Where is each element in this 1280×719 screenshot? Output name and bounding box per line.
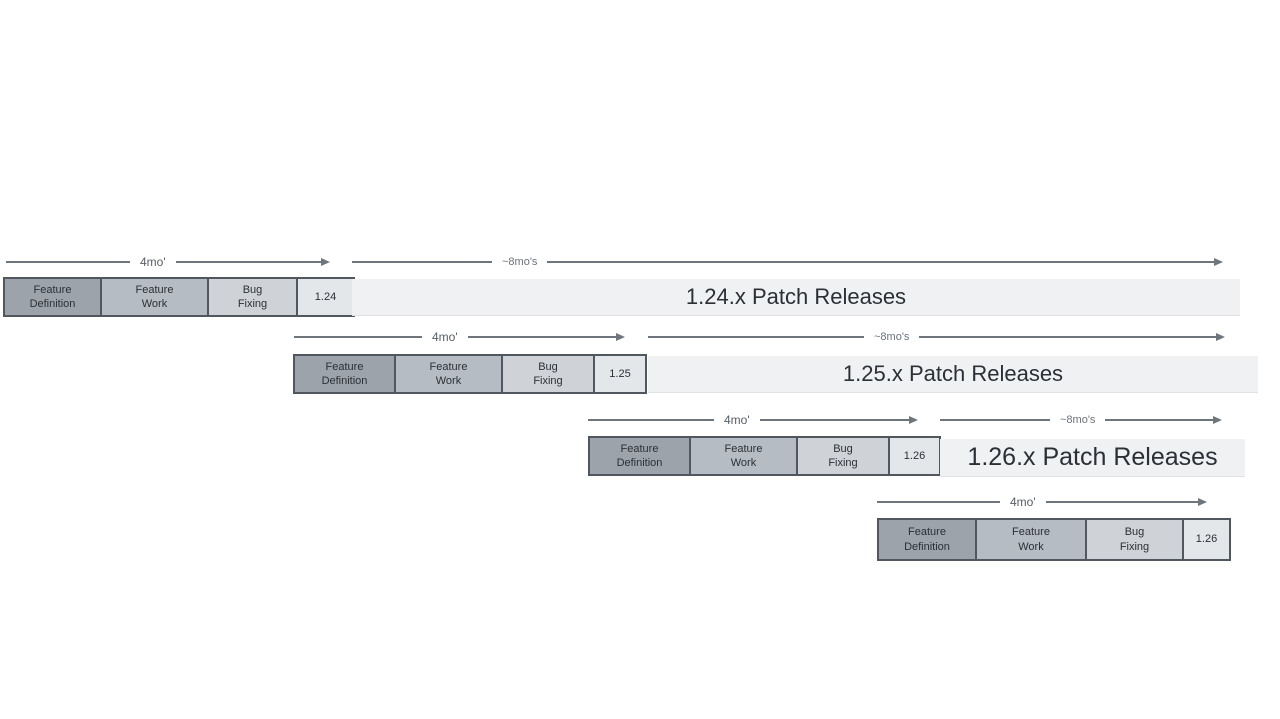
arrow-line bbox=[759, 419, 909, 421]
release-cycle-strip-1: Feature Definition Feature Work Bug Fixi… bbox=[3, 277, 355, 317]
arrow-head-icon bbox=[1213, 416, 1222, 424]
dev-cycle-arrow-2: 4mo' bbox=[294, 330, 625, 344]
phase-feature-work: Feature Work bbox=[691, 438, 798, 474]
version-box: 1.26 bbox=[1184, 520, 1229, 559]
version-box: 1.25 bbox=[595, 356, 645, 392]
phase-bug-fixing: Bug Fixing bbox=[798, 438, 890, 474]
arrow-line bbox=[467, 336, 616, 338]
arrow-line bbox=[588, 419, 714, 421]
dev-cycle-arrow-4: 4mo' bbox=[877, 495, 1207, 509]
arrow-line bbox=[877, 501, 1000, 503]
arrow-line bbox=[175, 261, 321, 263]
release-cycle-strip-3: Feature Definition Feature Work Bug Fixi… bbox=[588, 436, 941, 476]
arrow-head-icon bbox=[1216, 333, 1225, 341]
arrow-line bbox=[940, 419, 1050, 421]
phase-feature-work: Feature Work bbox=[977, 520, 1087, 559]
dev-cycle-arrow-3: 4mo' bbox=[588, 413, 918, 427]
arrow-line bbox=[352, 261, 492, 263]
phase-bug-fixing: Bug Fixing bbox=[209, 279, 298, 315]
arrow-head-icon bbox=[1198, 498, 1207, 506]
phase-feature-definition: Feature Definition bbox=[879, 520, 977, 559]
arrow-head-icon bbox=[1214, 258, 1223, 266]
arrow-head-icon bbox=[909, 416, 918, 424]
arrow-line bbox=[648, 336, 864, 338]
phase-bug-fixing: Bug Fixing bbox=[503, 356, 595, 392]
version-box: 1.24 bbox=[298, 279, 353, 315]
patch-releases-bar-1: 1.24.x Patch Releases bbox=[352, 279, 1240, 316]
phase-bug-fixing: Bug Fixing bbox=[1087, 520, 1184, 559]
release-cycle-strip-4: Feature Definition Feature Work Bug Fixi… bbox=[877, 518, 1231, 561]
arrow-line bbox=[1105, 419, 1213, 421]
arrow-head-icon bbox=[321, 258, 330, 266]
release-cycle-strip-2: Feature Definition Feature Work Bug Fixi… bbox=[293, 354, 647, 394]
arrow-line bbox=[294, 336, 422, 338]
arrow-line bbox=[919, 336, 1216, 338]
patch-releases-bar-3: 1.26.x Patch Releases bbox=[940, 439, 1245, 477]
arrow-line bbox=[1045, 501, 1198, 503]
dev-cycle-duration-label: 4mo' bbox=[140, 255, 166, 269]
dev-cycle-duration-label: 4mo' bbox=[724, 413, 750, 427]
patch-cycle-arrow-2: ~8mo's bbox=[648, 330, 1225, 344]
phase-feature-definition: Feature Definition bbox=[5, 279, 102, 315]
phase-feature-work: Feature Work bbox=[102, 279, 209, 315]
dev-cycle-duration-label: 4mo' bbox=[432, 330, 458, 344]
patch-cycle-duration-label: ~8mo's bbox=[874, 331, 910, 343]
arrow-line bbox=[547, 261, 1214, 263]
patch-cycle-arrow-3: ~8mo's bbox=[940, 413, 1222, 427]
dev-cycle-arrow-1: 4mo' bbox=[6, 255, 330, 269]
phase-feature-definition: Feature Definition bbox=[590, 438, 691, 474]
phase-feature-work: Feature Work bbox=[396, 356, 503, 392]
dev-cycle-duration-label: 4mo' bbox=[1010, 495, 1036, 509]
phase-feature-definition: Feature Definition bbox=[295, 356, 396, 392]
patch-cycle-duration-label: ~8mo's bbox=[1060, 414, 1096, 426]
patch-releases-bar-2: 1.25.x Patch Releases bbox=[648, 356, 1258, 393]
arrow-line bbox=[6, 261, 130, 263]
version-box: 1.26 bbox=[890, 438, 939, 474]
arrow-head-icon bbox=[616, 333, 625, 341]
patch-cycle-arrow-1: ~8mo's bbox=[352, 255, 1223, 269]
patch-cycle-duration-label: ~8mo's bbox=[502, 256, 538, 268]
